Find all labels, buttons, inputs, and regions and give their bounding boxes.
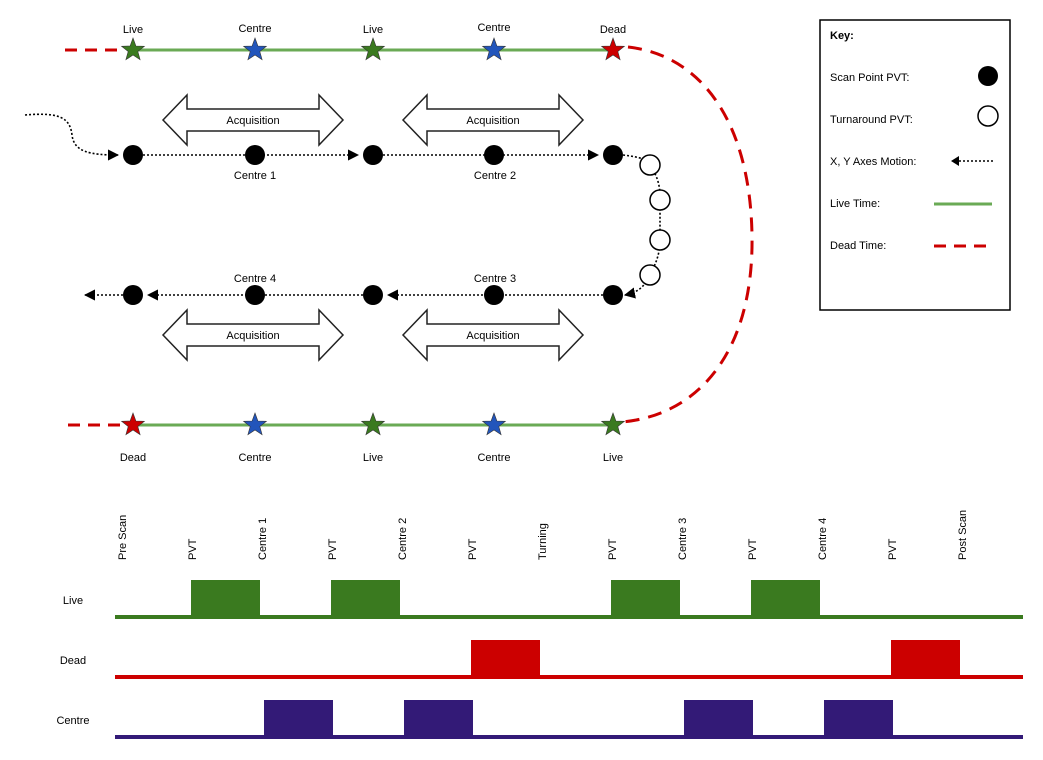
- top-label-3: Live: [363, 24, 383, 36]
- scan-point-pvt: [484, 145, 504, 165]
- top-time-line: Live Centre Live Centre Dead: [65, 22, 754, 424]
- scan-row-1: Centre 1 Centre 2: [24, 113, 623, 182]
- centre-label-4: Centre 4: [234, 273, 276, 285]
- signal-pulse: [331, 580, 400, 617]
- turnaround-pvt: [649, 189, 671, 211]
- timing-column-label: Centre 3: [677, 518, 689, 560]
- acquisition-arrows-top: Acquisition Acquisition: [161, 93, 585, 147]
- bottom-label-1: Dead: [120, 452, 146, 464]
- signal-pulse: [684, 700, 753, 737]
- timing-column-label: Centre 2: [397, 518, 409, 560]
- signal-pulse: [611, 580, 680, 617]
- signal-pulse: [891, 640, 960, 677]
- timing-column-label: Pre Scan: [117, 515, 129, 560]
- bottom-time-line: Dead Centre Live Centre Live: [68, 412, 626, 464]
- signal-label: Centre: [56, 715, 89, 727]
- top-label-2: Centre: [238, 23, 271, 35]
- bottom-label-5: Live: [603, 452, 623, 464]
- acquisition-label-4: Acquisition: [466, 330, 519, 342]
- timing-column-label: PVT: [747, 538, 759, 560]
- acquisition-arrow-4: [401, 308, 585, 362]
- scan-point-pvt: [484, 285, 504, 305]
- scan-point-pvt: [603, 145, 623, 165]
- acquisition-arrow-3: [161, 308, 345, 362]
- turnaround-pvt: [649, 229, 671, 251]
- scan-point-pvt: [123, 145, 143, 165]
- live-star-icon: [120, 37, 146, 61]
- top-label-1: Live: [123, 24, 143, 36]
- bottom-label-3: Live: [363, 452, 383, 464]
- dotted-arrow-icon: [951, 156, 993, 166]
- scan-point-pvt: [245, 285, 265, 305]
- turnaround-pvt: [639, 154, 661, 176]
- timing-column-label: PVT: [187, 538, 199, 560]
- centre-star-icon: [242, 37, 268, 61]
- top-label-5: Dead: [600, 24, 626, 36]
- timing-column-label: PVT: [887, 538, 899, 560]
- bottom-label-2: Centre: [238, 452, 271, 464]
- filled-circle-icon: [978, 66, 998, 86]
- centre-star-icon: [242, 412, 268, 436]
- turnaround-pvt: [639, 264, 661, 286]
- scan-row-2: Centre 4 Centre 3: [83, 273, 623, 305]
- live-star-icon: [360, 37, 386, 61]
- centre-label-2: Centre 2: [474, 170, 516, 182]
- timing-column-label: Post Scan: [957, 510, 969, 560]
- key-box: Key: Scan Point PVT: Turnaround PVT: X, …: [819, 19, 1011, 311]
- centre-label-3: Centre 3: [474, 273, 516, 285]
- timing-column-label: PVT: [607, 538, 619, 560]
- open-circle-icon: [977, 105, 999, 127]
- signal-pulse: [404, 700, 473, 737]
- scan-point-pvt: [123, 285, 143, 305]
- turnaround: [622, 154, 671, 299]
- scan-point-pvt: [245, 145, 265, 165]
- dead-turnaround-curve: [621, 45, 754, 424]
- centre-star-icon: [481, 412, 507, 436]
- signal-pulse: [471, 640, 540, 677]
- entry-motion-path: [24, 113, 120, 161]
- signal-label: Live: [63, 595, 83, 607]
- key-border: [819, 19, 1011, 311]
- scan-point-pvt: [363, 145, 383, 165]
- signal-label: Dead: [60, 655, 86, 667]
- scan-point-pvt: [603, 285, 623, 305]
- key-label-dead-time: Dead Time:: [830, 240, 886, 252]
- timing-column-label: PVT: [327, 538, 339, 560]
- top-label-4: Centre: [477, 22, 510, 34]
- dead-star-icon: [120, 412, 146, 436]
- dead-star-icon: [600, 37, 626, 61]
- timing-column-label: Centre 1: [257, 518, 269, 560]
- timing-column-label: PVT: [467, 538, 479, 560]
- acquisition-label-3: Acquisition: [226, 330, 279, 342]
- acquisition-arrow-2: [401, 93, 585, 147]
- acquisition-label-1: Acquisition: [226, 115, 279, 127]
- signal-pulse: [751, 580, 820, 617]
- key-title: Key:: [830, 30, 854, 42]
- key-label-scan-point: Scan Point PVT:: [830, 72, 910, 84]
- signal-pulse: [191, 580, 260, 617]
- signal-pulse: [824, 700, 893, 737]
- key-label-turnaround: Turnaround PVT:: [830, 114, 913, 126]
- acquisition-label-2: Acquisition: [466, 115, 519, 127]
- key-label-motion: X, Y Axes Motion:: [830, 156, 916, 168]
- live-star-icon: [360, 412, 386, 436]
- signal-pulse: [264, 700, 333, 737]
- timing-column-label: Turning: [537, 523, 549, 560]
- centre-label-1: Centre 1: [234, 170, 276, 182]
- live-star-icon: [600, 412, 626, 436]
- scan-point-pvt: [363, 285, 383, 305]
- bottom-label-4: Centre: [477, 452, 510, 464]
- centre-star-icon: [481, 37, 507, 61]
- key-label-live-time: Live Time:: [830, 198, 880, 210]
- acquisition-arrows-bottom: Acquisition Acquisition: [161, 308, 585, 362]
- timing-column-label: Centre 4: [817, 518, 829, 560]
- acquisition-arrow-1: [161, 93, 345, 147]
